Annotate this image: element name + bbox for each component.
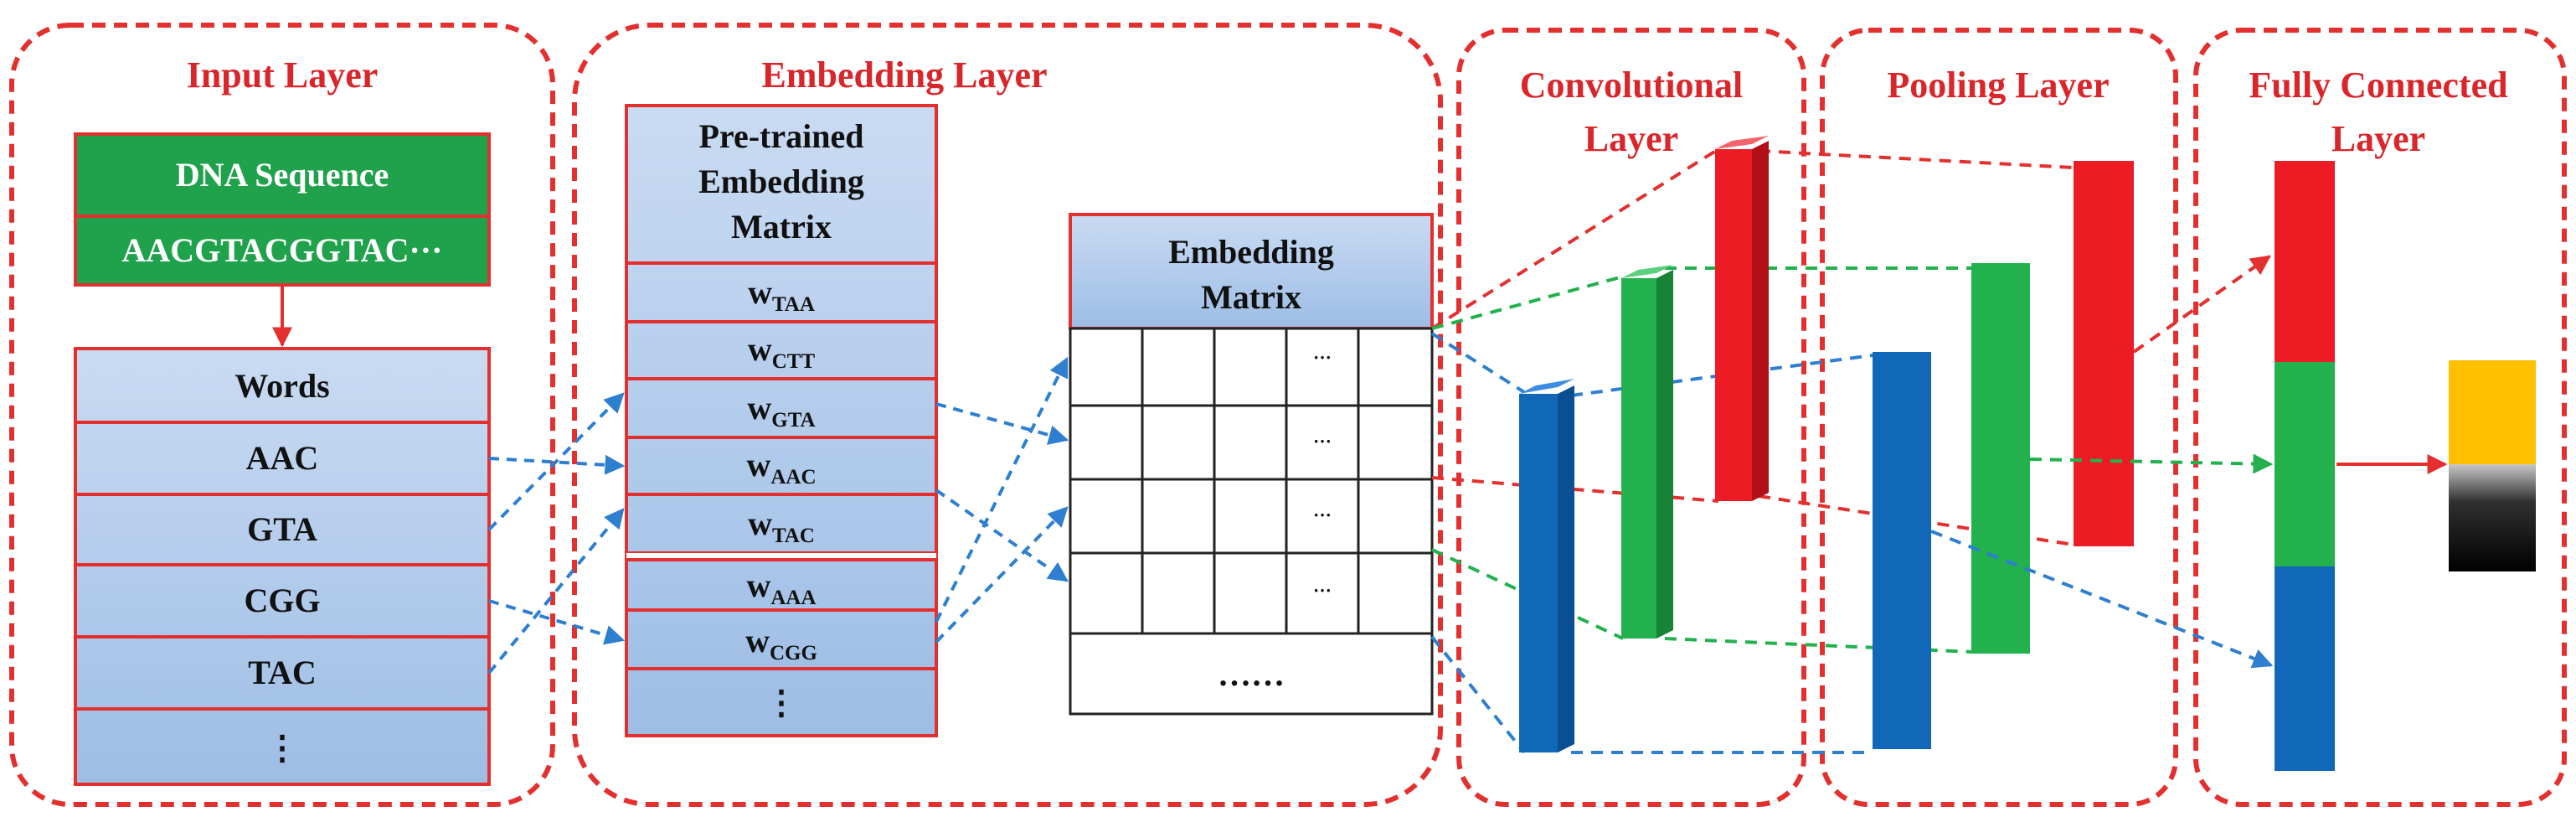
words-ellipsis: ⋮	[265, 729, 299, 767]
embedding-matrix-title-line2: Matrix	[1201, 278, 1301, 316]
embedding-vector-row: wTAA	[748, 273, 815, 316]
output-class-yellow	[2449, 360, 2536, 464]
section-frames	[9, 23, 2567, 807]
fully-connected-vector	[2275, 161, 2335, 771]
pooling-feature-red	[2074, 161, 2134, 546]
dna-sequence-header: DNA Sequence	[176, 156, 389, 194]
embedding-vector-row: wTAC	[748, 504, 815, 547]
embedding-vector-row: wAAC	[746, 446, 816, 489]
embedding-matrix: Embedding Matrix ··· ··· ··· ··· ……	[1069, 213, 1434, 716]
words-header: Words	[234, 367, 329, 405]
word-item: GTA	[247, 510, 317, 548]
word-item: TAC	[248, 654, 316, 691]
conv-feature-map-green	[1621, 265, 1673, 639]
embedding-layer-frame	[572, 23, 1443, 807]
pretrained-title-line3: Matrix	[731, 208, 832, 246]
input-layer-title: Input Layer	[187, 54, 379, 96]
embedding-layer-title: Embedding Layer	[761, 54, 1047, 96]
dna-sequence-box: DNA Sequence AACGTACGGTAC···	[74, 132, 491, 287]
fully-connected-layer-title-line1: Fully Connected	[2249, 65, 2507, 106]
embedding-vector-row: wGTA	[747, 389, 815, 432]
matrix-cell-ellipsis: ···	[1313, 580, 1332, 601]
words-table: Words AAC GTA CGG TAC ⋮	[74, 347, 491, 786]
pooling-feature-green	[1971, 263, 2030, 654]
embedding-vector-row: wCTT	[748, 330, 816, 373]
output-probabilities	[2449, 360, 2536, 571]
matrix-bottom-ellipsis: ……	[1218, 655, 1285, 693]
fully-connected-layer-title-line2: Layer	[2331, 118, 2425, 159]
matrix-cell-ellipsis: ···	[1313, 504, 1332, 525]
pooling-layer-frame	[1820, 28, 2178, 807]
embedding-matrix-title-line1: Embedding	[1168, 233, 1334, 271]
matrix-cell-ellipsis: ···	[1313, 347, 1332, 368]
convolutional-layer-frame	[1456, 28, 1806, 807]
pool-to-fc-blue-arrow	[1930, 530, 2274, 669]
pool-to-fc-green-arrow	[2029, 453, 2274, 474]
pooling-layer-title: Pooling Layer	[1887, 65, 2109, 106]
embedding-vector-row: wCGG	[745, 622, 817, 664]
conv-feature-map-blue	[1519, 379, 1574, 752]
convolutional-layer-title-line2: Layer	[1584, 118, 1678, 159]
lookup-arrows	[487, 356, 1069, 675]
word-item: AAC	[246, 439, 319, 477]
pool-to-fc-red-arrow	[2132, 255, 2271, 354]
pretrained-title-line2: Embedding	[698, 163, 864, 200]
pretrained-embedding-matrix: Pre-trained Embedding Matrix wTAA wCTT w…	[625, 104, 938, 737]
pretrained-ellipsis: ⋮	[765, 684, 798, 721]
output-class-black	[2449, 464, 2536, 571]
dna-sequence-text: AACGTACGGTAC···	[122, 231, 443, 269]
conv-feature-map-red	[1715, 136, 1769, 501]
input-layer-frame	[9, 23, 555, 807]
embedding-vector-row: wAAA	[746, 566, 816, 609]
fully-connected-layer-frame	[2193, 28, 2567, 807]
pretrained-title-line1: Pre-trained	[699, 117, 864, 155]
word-item: CGG	[244, 582, 320, 619]
convolutional-layer-title-line1: Convolutional	[1520, 65, 1744, 106]
pooling-feature-blue	[1873, 352, 1931, 749]
matrix-cell-ellipsis: ···	[1313, 431, 1332, 452]
